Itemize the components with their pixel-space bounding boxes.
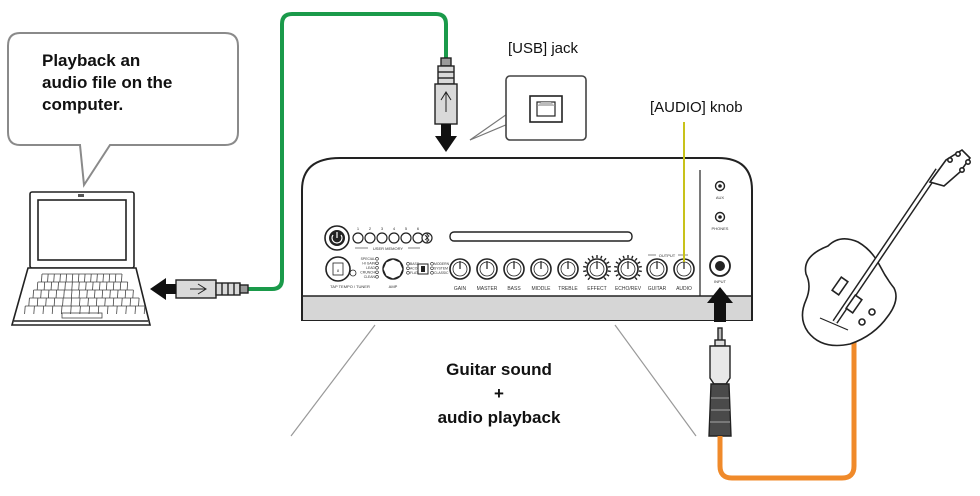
knob-echo-rev: ECHO/REV	[614, 255, 642, 292]
mode-label: BASS	[410, 262, 420, 266]
caption-line-2: +	[494, 384, 504, 403]
electric-guitar-icon	[801, 148, 972, 347]
usb-plug-amp	[434, 57, 458, 125]
amplifier	[301, 157, 753, 321]
usb-plug-laptop	[175, 279, 249, 299]
aux-label: AUX	[716, 195, 725, 200]
perspective-line-left	[290, 324, 376, 437]
caption-line-1: Guitar sound	[446, 360, 552, 379]
memory-number: 6	[417, 226, 420, 231]
bluetooth-indicator-icon	[421, 232, 433, 244]
laptop-icon	[10, 191, 152, 326]
audio-knob-label: [AUDIO] knob	[650, 99, 743, 116]
phones-jack	[714, 211, 726, 223]
amp-type-led	[375, 275, 379, 279]
mode-label: FLAT	[410, 271, 418, 275]
amp-type-led	[375, 266, 379, 270]
arrow-to-laptop-icon	[150, 278, 176, 300]
amp-label: AMP	[389, 284, 398, 289]
phones-label: PHONES	[712, 226, 729, 231]
tuner-display: 8	[325, 256, 357, 282]
memory-number: 3	[381, 226, 384, 231]
amp-type-label: MODERN	[434, 262, 450, 266]
user-memory-label: USER MEMORY	[373, 246, 403, 251]
knob-treble: TREBLE	[557, 258, 579, 292]
mode-led	[406, 262, 410, 266]
memory-button-5	[400, 232, 412, 244]
memory-button-3	[376, 232, 388, 244]
knob-label: TREBLE	[558, 286, 578, 292]
guitar-plug	[708, 327, 732, 437]
memory-button-4	[388, 232, 400, 244]
mode-label: ACO	[410, 267, 418, 271]
control-knobs: GAIN MASTER BASS MIDDLE TREBLE EFFECT ECHO/REV…	[449, 255, 695, 292]
memory-number: 2	[369, 226, 372, 231]
caption-line-3: audio playback	[437, 408, 561, 427]
amp-type-label: CLASSIC	[434, 271, 449, 275]
usb-cable	[248, 12, 448, 291]
user-memory-buttons: 1 2 3 4 5 6	[352, 226, 424, 244]
svg-text:8: 8	[337, 268, 340, 273]
input-label: INPUT	[714, 279, 727, 284]
usb-jack-callout	[469, 75, 587, 141]
knob-label: MIDDLE	[532, 286, 552, 292]
amp-type-led	[375, 270, 379, 274]
amp-knob	[382, 258, 404, 280]
knob-gain: GAIN	[449, 258, 471, 292]
amp-type-led	[430, 271, 434, 275]
memory-number: 5	[405, 226, 408, 231]
output-label: OUTPUT	[659, 253, 676, 258]
laptop-keyboard	[24, 273, 146, 319]
knob-label: MASTER	[477, 286, 498, 292]
perspective-line-right	[614, 324, 697, 437]
knob-bass: BASS	[503, 258, 525, 292]
mode-led	[406, 271, 410, 275]
amp-type-label: CLEAN	[364, 275, 376, 279]
memory-button-2	[364, 232, 376, 244]
caption: Guitar sound + audio playback	[399, 358, 599, 430]
mode-switch	[417, 263, 429, 275]
knob-label: GUITAR	[648, 286, 667, 292]
amp-type-label: LEAD	[366, 266, 375, 270]
knob-label: AUDIO	[676, 286, 692, 292]
amp-type-led	[375, 261, 379, 265]
arrow-to-usb-jack-icon	[435, 124, 457, 152]
memory-number: 1	[357, 226, 360, 231]
input-jack	[709, 255, 731, 277]
amp-type-led	[375, 257, 379, 261]
bubble-line-1: Playback an	[42, 51, 141, 70]
arrow-to-input-icon	[707, 287, 733, 322]
amp-type-led	[430, 266, 434, 270]
knob-label: EFFECT	[587, 286, 606, 292]
amp-type-led	[430, 262, 434, 266]
mode-led	[406, 266, 410, 270]
knob-effect: EFFECT	[583, 255, 611, 292]
guitar-cable	[717, 330, 857, 481]
knob-label: BASS	[507, 286, 521, 292]
power-button	[324, 225, 350, 251]
memory-number: 4	[393, 226, 396, 231]
knob-label: GAIN	[454, 286, 467, 292]
amp-type-label: SYSTEM	[434, 267, 448, 271]
amp-type-label: CRUNCH	[360, 271, 375, 275]
knob-label: ECHO/REV	[615, 286, 642, 292]
knob-middle: MIDDLE	[530, 258, 552, 292]
tuner-label: TAP TEMPO / TUNER	[330, 284, 370, 289]
speech-bubble	[7, 32, 239, 188]
bubble-text: Playback an audio file on the computer.	[42, 50, 222, 116]
usb-jack-label: [USB] jack	[508, 40, 579, 57]
bubble-line-3: computer.	[42, 95, 124, 114]
knob-master: MASTER	[476, 258, 498, 292]
knob-audio: AUDIO	[673, 258, 695, 292]
amp-type-label: HI GAIN	[362, 262, 375, 266]
bubble-line-2: audio file on the	[42, 73, 173, 92]
memory-button-1	[352, 232, 364, 244]
knob-guitar: GUITAR	[646, 258, 668, 292]
amp-type-label: SPECIAL	[361, 257, 375, 261]
aux-jack	[714, 180, 726, 192]
